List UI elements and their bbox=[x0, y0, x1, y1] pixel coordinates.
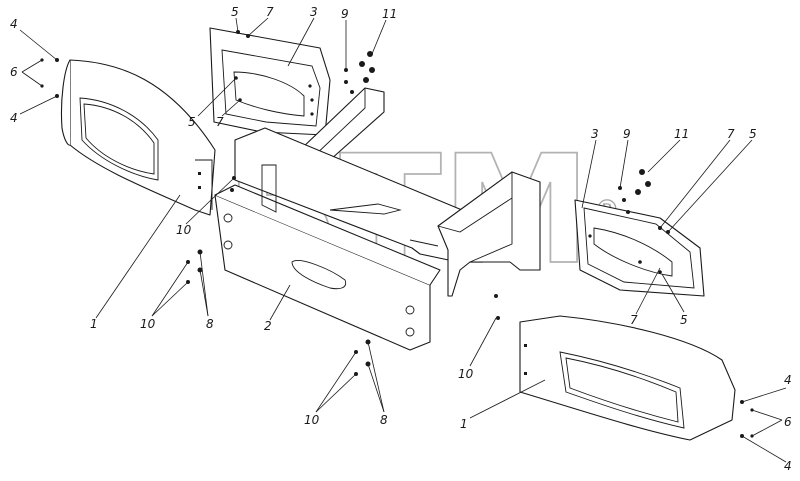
callout-5-mid-left: 5 bbox=[188, 115, 196, 129]
callout-10-left: 10 bbox=[176, 223, 192, 237]
right-bracket bbox=[574, 199, 705, 297]
callout-5-right: 5 bbox=[749, 127, 757, 141]
callout-2-center: 2 bbox=[264, 319, 272, 333]
callout-7-top: 7 bbox=[266, 5, 274, 19]
callout-4-bottom-right-top: 4 bbox=[784, 373, 792, 387]
callout-7-right: 7 bbox=[727, 127, 735, 141]
leader-lines bbox=[19, 17, 787, 463]
callout-labels: 4 6 4 5 7 3 9 11 5 7 3 9 11 7 5 10 10 8 … bbox=[10, 5, 792, 473]
callout-6-bottom-right: 6 bbox=[784, 415, 792, 429]
callout-4-lower-left: 4 bbox=[10, 111, 18, 125]
callout-10-left-pair: 10 bbox=[140, 317, 156, 331]
callout-10-bottom: 10 bbox=[304, 413, 320, 427]
callout-4-bottom-right-bottom: 4 bbox=[784, 459, 792, 473]
callout-1-right: 1 bbox=[460, 417, 468, 431]
callout-11-right: 11 bbox=[674, 127, 689, 141]
center-frame-bracket bbox=[437, 171, 541, 297]
callout-9-right: 9 bbox=[623, 127, 631, 141]
callout-4-top-left: 4 bbox=[10, 17, 18, 31]
upper-left-bracket bbox=[209, 27, 331, 136]
callout-3-right: 3 bbox=[591, 127, 599, 141]
callout-8-bottom: 8 bbox=[380, 413, 388, 427]
right-bumper-endcap bbox=[519, 315, 736, 441]
callout-8-left-pair: 8 bbox=[206, 317, 214, 331]
upper-beam bbox=[234, 127, 463, 263]
callout-9-top: 9 bbox=[341, 7, 349, 21]
callout-10-center: 10 bbox=[458, 367, 474, 381]
callout-5-right-low: 5 bbox=[680, 313, 688, 327]
callout-5-top: 5 bbox=[231, 5, 239, 19]
callout-1-left: 1 bbox=[90, 317, 98, 331]
callout-3-top: 3 bbox=[310, 5, 318, 19]
callout-7-right-low: 7 bbox=[630, 313, 638, 327]
callout-7-mid-left: 7 bbox=[216, 115, 224, 129]
left-bumper-endcap bbox=[60, 59, 216, 216]
callout-6-top-left: 6 bbox=[10, 65, 18, 79]
callout-11-top: 11 bbox=[382, 7, 397, 21]
